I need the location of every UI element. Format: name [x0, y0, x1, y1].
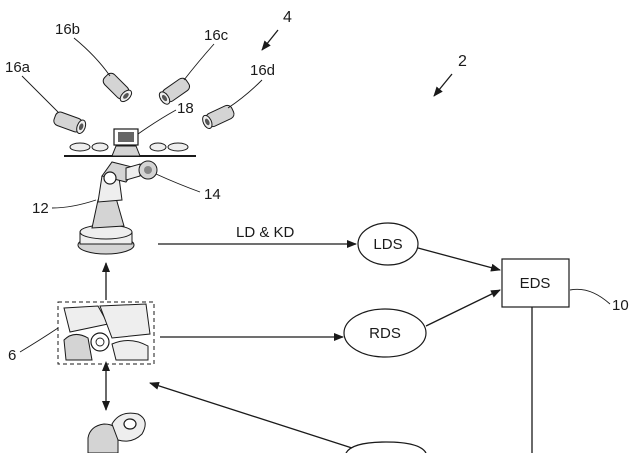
leader-14 — [155, 173, 201, 193]
camera-16d — [202, 104, 235, 129]
sensor-platform — [64, 142, 196, 157]
ref-16d: 16d — [250, 62, 275, 79]
ref-6: 6 — [8, 347, 16, 364]
leader-6 — [19, 327, 59, 353]
node-eds — [501, 258, 570, 308]
ref-2: 2 — [458, 53, 467, 70]
ref-10: 10 — [612, 297, 629, 314]
edge-label-ld-kd: LD & KD — [236, 224, 295, 241]
ref-16a: 16a — [5, 59, 31, 76]
node-partial — [345, 441, 427, 453]
partial-device — [87, 412, 146, 453]
arrow-ref-4 — [261, 29, 279, 51]
leader-16d — [227, 79, 263, 109]
ref-16b: 16b — [55, 21, 80, 38]
node-eds-label: EDS — [520, 275, 551, 292]
ref-18: 18 — [177, 100, 194, 117]
leader-16a — [21, 75, 59, 113]
sensor-18 — [113, 128, 139, 146]
node-lds — [357, 222, 419, 266]
ref-14: 14 — [204, 186, 221, 203]
arrow-rds-to-eds — [425, 289, 501, 327]
robot-12 — [77, 161, 141, 255]
camera-16b — [102, 72, 133, 103]
ref-4: 4 — [283, 9, 292, 26]
leader-16c — [183, 43, 215, 81]
arrow-lds-to-eds — [417, 247, 501, 272]
node-lds-label: LDS — [373, 236, 402, 253]
leader-16b — [73, 37, 111, 77]
vehicle-interior-6 — [57, 301, 155, 365]
arrow-to-interior — [149, 381, 353, 449]
node-rds — [343, 308, 427, 358]
ref-12: 12 — [32, 200, 49, 217]
arrow-ref-2 — [433, 73, 453, 97]
camera-16a — [53, 111, 87, 135]
leader-10 — [569, 288, 611, 305]
leader-18 — [137, 109, 177, 135]
ref-16c: 16c — [204, 27, 229, 44]
tool-14 — [138, 160, 158, 180]
camera-16c — [158, 77, 191, 105]
node-rds-label: RDS — [369, 325, 401, 342]
leader-12 — [51, 199, 97, 209]
